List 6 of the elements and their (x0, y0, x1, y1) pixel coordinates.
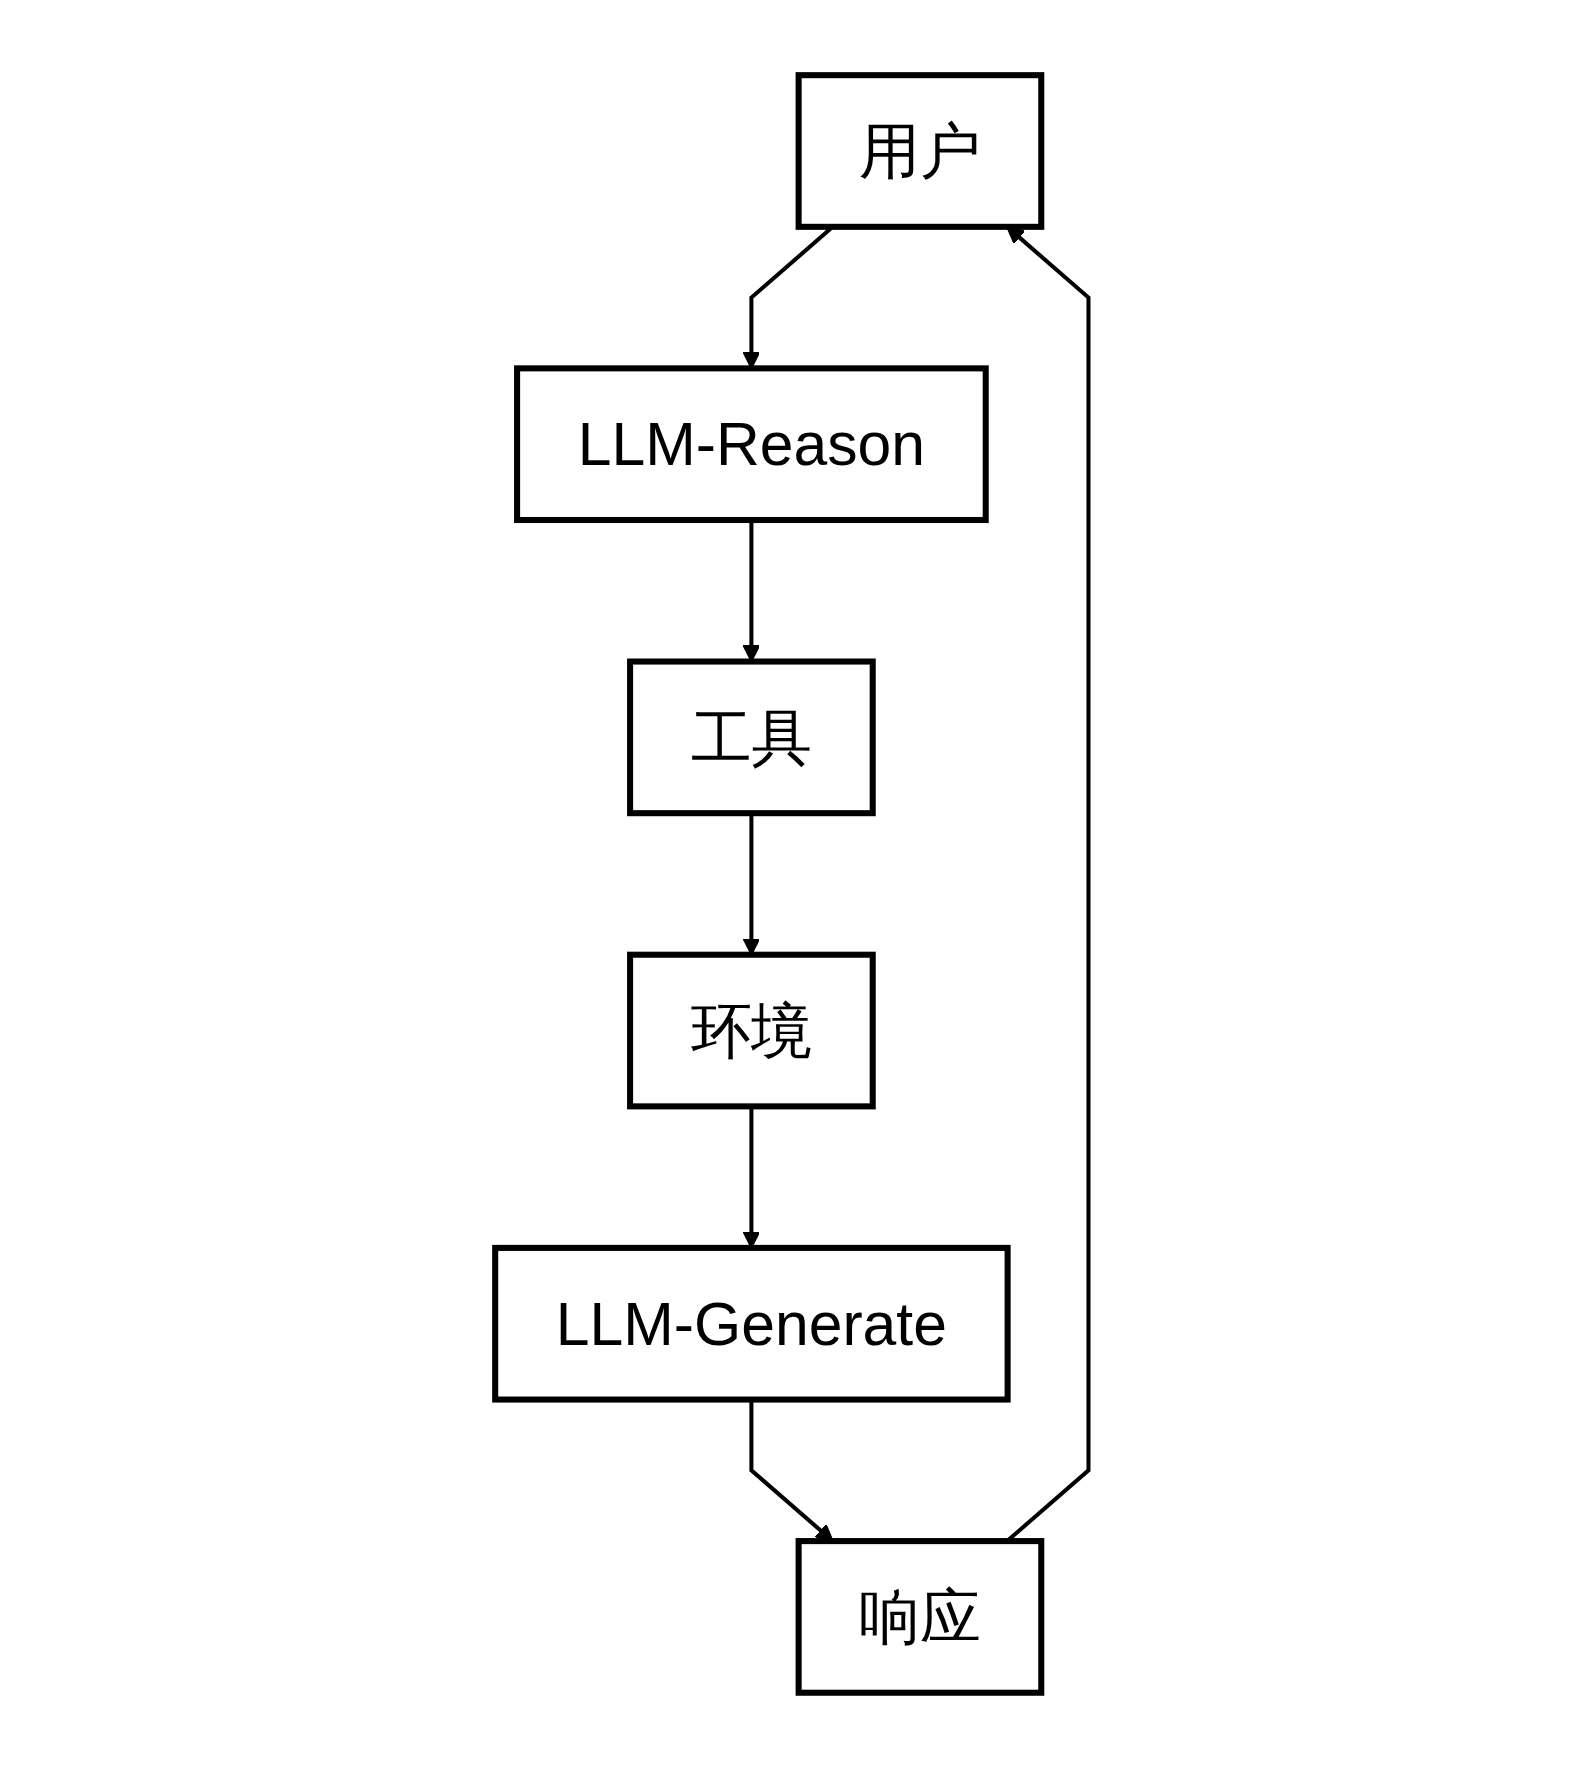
node-box: 工具 (627, 658, 876, 816)
node-box: LLM-Reason (514, 364, 989, 523)
node-box: LLM-Generate (492, 1244, 1011, 1403)
node-box: 环境 (627, 951, 876, 1109)
node-box: 用户 (795, 71, 1045, 230)
node-box: 响应 (795, 1537, 1045, 1696)
